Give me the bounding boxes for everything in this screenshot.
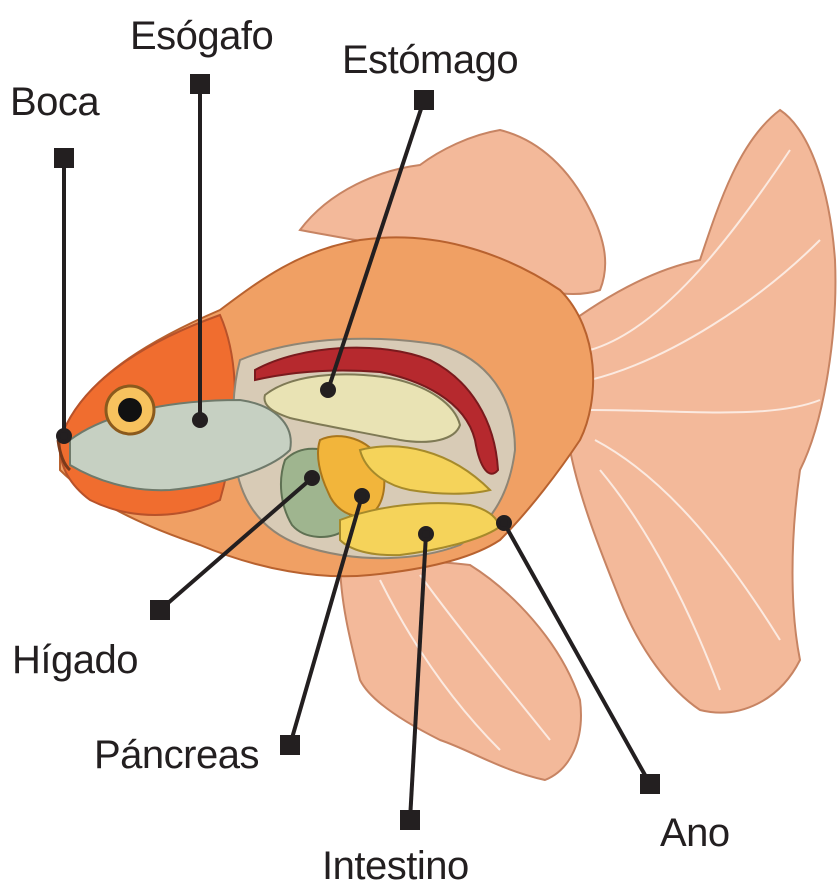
eye-pupil <box>118 398 142 422</box>
leader-dot-ano <box>498 517 510 529</box>
leader-dot-higado <box>306 472 318 484</box>
leader-dot-intestino <box>420 528 432 540</box>
leader-marker-estomago <box>416 92 432 108</box>
leader-marker-intestino <box>402 812 418 828</box>
leader-marker-boca <box>56 150 72 166</box>
label-estomago: Estómago <box>342 40 518 80</box>
leader-marker-ano <box>642 776 658 792</box>
label-ano: Ano <box>660 813 730 853</box>
label-esofago: Esógafo <box>130 16 273 56</box>
leader-marker-higado <box>152 602 168 618</box>
leader-dot-esofago <box>194 414 206 426</box>
label-intestino: Intestino <box>322 846 469 886</box>
leader-dot-pancreas <box>356 490 368 502</box>
leader-marker-esofago <box>192 76 208 92</box>
leader-dot-estomago <box>322 384 334 396</box>
label-higado: Hígado <box>12 640 138 680</box>
label-boca: Boca <box>10 82 99 122</box>
leader-marker-pancreas <box>282 737 298 753</box>
label-pancreas: Páncreas <box>94 735 259 775</box>
leader-dot-boca <box>58 430 70 442</box>
